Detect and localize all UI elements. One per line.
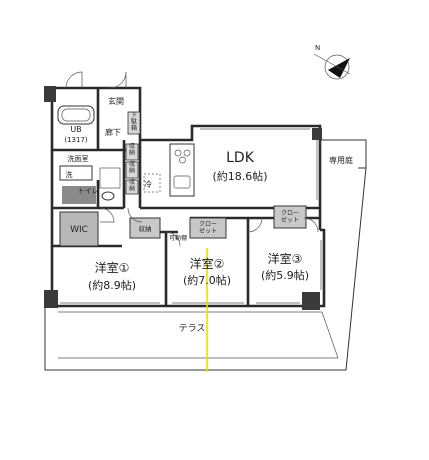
washing-machine [99, 167, 121, 189]
storage-area [125, 161, 139, 179]
toilet-fixture [101, 191, 115, 201]
bathtub [57, 105, 95, 125]
washroom-label: 洗面室 [68, 154, 89, 163]
wic-area [59, 211, 99, 247]
compass-ring [324, 54, 350, 80]
pillar [312, 128, 322, 140]
bedroom1-name: 洋室① [95, 260, 130, 275]
washer-label: 洗 [66, 170, 73, 179]
pillar [44, 86, 56, 102]
storage-vertical-label: 収納 [129, 161, 135, 175]
compass-label: N [315, 44, 320, 52]
fridge-space [143, 173, 161, 193]
private-garden-label: 専用庭 [329, 155, 353, 165]
toilet-label: トイレ [78, 187, 99, 195]
shoe-box-area [127, 111, 141, 135]
washbasin [59, 165, 93, 181]
pillar [302, 292, 320, 310]
pillars [44, 86, 322, 310]
pillar [62, 186, 96, 204]
wic-label: WIC [70, 225, 88, 235]
closet3-area [273, 205, 307, 229]
bedroom2-name: 洋室② [190, 256, 225, 271]
closet2-label: クローゼット [199, 221, 217, 235]
room-labels: LDK (約18.6帖) 洋室① (約8.9帖) 洋室② (約7.0帖) 洋室③… [64, 96, 353, 334]
storage-vertical-label: 収納 [129, 179, 135, 193]
closet3-label: クローゼット [281, 210, 299, 224]
storage-label: 収納 [139, 224, 152, 233]
shoe-box-label: 下駄箱 [131, 112, 137, 132]
compass: N [313, 44, 351, 80]
storage-area [125, 143, 139, 161]
ldk-area: (約18.6帖) [212, 169, 267, 183]
closet2-area [189, 217, 227, 239]
site-outline [44, 139, 367, 371]
ub-name: UB [70, 125, 81, 134]
pillar [44, 290, 58, 308]
bedroom3-area: (約5.9帖) [261, 268, 309, 282]
hallway-label: 廊下 [105, 127, 121, 137]
entrance-label: 玄関 [108, 96, 124, 106]
fridge-label: 冷 [144, 179, 152, 189]
ldk-name: LDK [226, 150, 255, 166]
terrace-label: テラス [179, 323, 206, 334]
ub-size: (1317) [64, 136, 88, 144]
windows [60, 128, 322, 304]
multiline-labels: クローゼット クローゼット 下駄箱 収納 収納 収納 [129, 112, 299, 235]
bedroom2-area: (約7.0帖) [183, 273, 231, 287]
doors [65, 71, 319, 247]
movable-shelf-label: 可動棚 [169, 234, 187, 242]
storage-area [129, 217, 161, 239]
storage-area [125, 179, 139, 195]
storage-vertical-label: 収納 [129, 143, 135, 157]
kitchen-counter [169, 143, 195, 197]
bedroom1-area: (約8.9帖) [88, 278, 136, 292]
bedroom3-name: 洋室③ [268, 251, 303, 266]
